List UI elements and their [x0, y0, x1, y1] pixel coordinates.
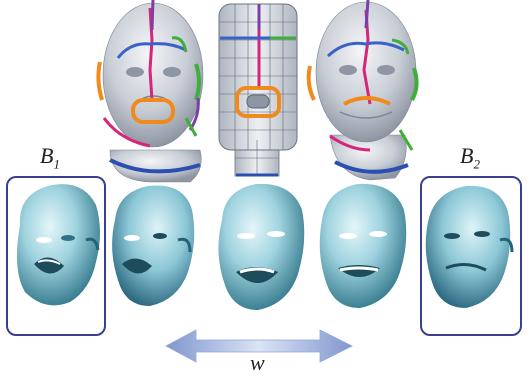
interpolated-face-1 [112, 186, 194, 307]
source-head-with-feature-curves [98, 0, 203, 182]
interpolated-face-3 [320, 184, 407, 308]
label-b1: B1 [40, 143, 60, 172]
label-b2: B2 [460, 143, 480, 172]
parameter-domain-grid [219, 4, 297, 176]
interpolated-face-2 [218, 184, 304, 310]
blendshape-b1-frame [6, 176, 106, 336]
label-weight: w [250, 350, 265, 376]
blendshape-b2-frame [420, 176, 522, 336]
target-head-with-feature-curves [309, 0, 417, 180]
